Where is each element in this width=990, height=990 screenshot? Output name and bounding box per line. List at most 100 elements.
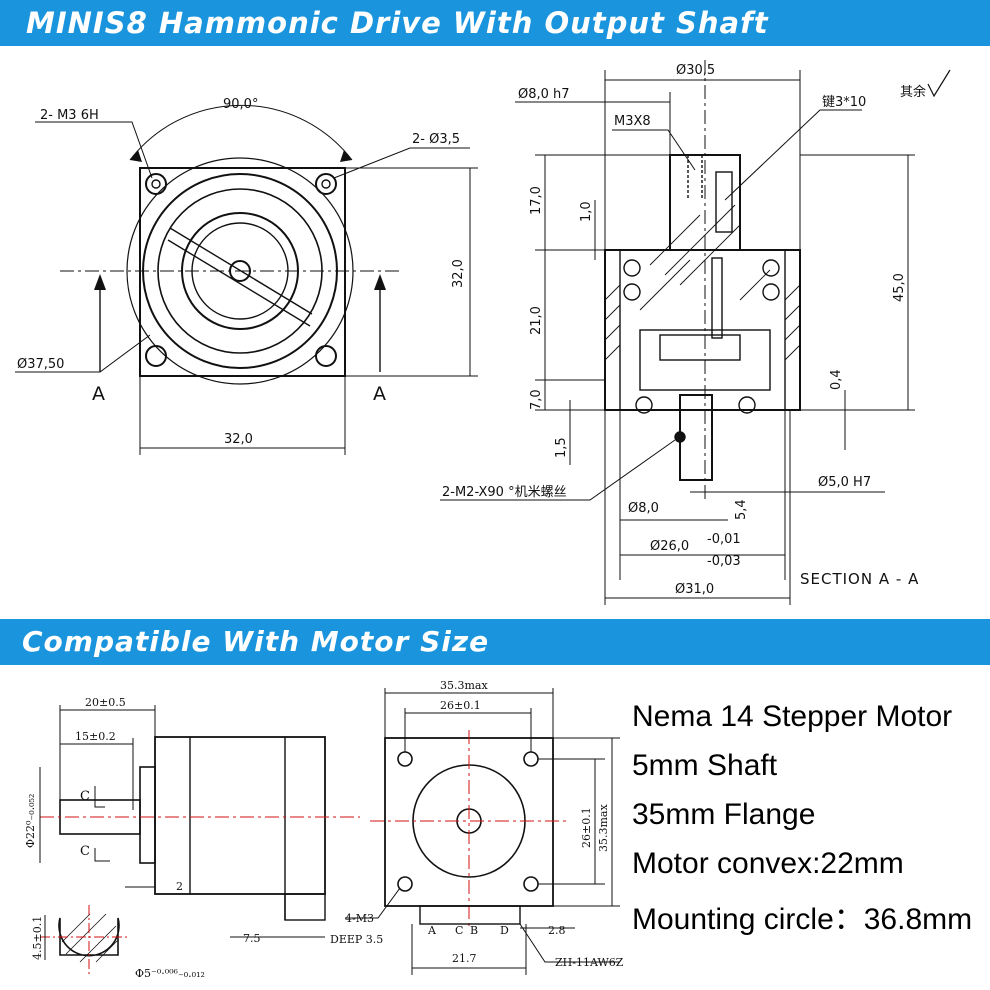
motor-body <box>154 736 326 895</box>
hole-bottom-left <box>145 345 167 367</box>
c-bottom-label: C <box>80 844 90 859</box>
c-top-label: C <box>80 789 90 804</box>
bearing-mid-left <box>623 283 641 301</box>
v35-3-label: 35.3max <box>597 804 610 852</box>
pin-c-label: C <box>455 924 463 937</box>
h1-label: 1,0 <box>579 201 594 222</box>
section-view: Ø30,5 Ø8,0 h7 M3X8 键3*10 其余 17,0 21,0 7,… <box>440 60 951 605</box>
roughness-label: 其余 <box>900 84 926 100</box>
d26-label: Ø26,0 <box>650 539 689 554</box>
d4-5-label: 4.5±0.1 <box>31 916 44 960</box>
d15-label: 15±0.2 <box>75 730 116 743</box>
hole-callout-left: 2- M3 6H <box>40 108 99 123</box>
motor-hole-br <box>523 876 539 892</box>
phi22-label: Φ22⁰₋₀.₀₅₂ <box>24 794 37 848</box>
d30-5-label: Ø30,5 <box>676 63 715 78</box>
arrow <box>130 150 142 162</box>
m3x8-label: M3X8 <box>614 114 651 129</box>
front-view: 90,0° 2- M3 6H 2- Ø3,5 32,0 32,0 Ø37,50 … <box>15 97 478 455</box>
section-title: SECTION A - A <box>800 570 919 588</box>
spec-line-5: Mounting circle：36.8mm <box>632 903 973 936</box>
motor-front-view: 35.3max 26±0.1 26±0.1 35.3max 4-M3 DEEP … <box>330 679 624 975</box>
d21-7-label: 21.7 <box>452 952 477 965</box>
h1-5-label: 1,5 <box>554 437 569 458</box>
angle-label: 90,0° <box>223 97 258 112</box>
arrow <box>340 150 352 162</box>
motor-hole-tl <box>397 751 413 767</box>
section-letter-left: A <box>92 383 105 405</box>
center-screw <box>711 257 723 339</box>
h5-4-label: 5,4 <box>734 499 749 520</box>
spec-line-2: 5mm Shaft <box>632 749 778 782</box>
angle-arc <box>129 104 353 161</box>
hole-top-left-inner <box>151 179 161 189</box>
bearing-bot-right <box>738 396 756 414</box>
d20-label: 20±0.5 <box>85 696 126 709</box>
d26-label: 26±0.1 <box>440 699 481 712</box>
hole-top-right-inner <box>321 179 331 189</box>
leader-holes <box>345 887 401 919</box>
roughness-symbol <box>927 69 951 98</box>
hole-top-left <box>145 173 167 195</box>
bearing-mid-right <box>762 283 780 301</box>
motor-boss <box>139 766 156 864</box>
screw-label: 2-M2-X90 °机米螺丝 <box>442 485 567 500</box>
leader-right <box>333 147 470 179</box>
shaft-section <box>58 917 120 957</box>
d8-label: Ø8,0 <box>628 501 659 516</box>
leader-screw <box>440 439 676 501</box>
key-label: 键3*10 <box>822 95 866 110</box>
width-label: 32,0 <box>224 432 253 447</box>
tol-upper-label: -0,01 <box>707 532 741 547</box>
motor-tail <box>284 893 326 921</box>
connector <box>419 905 521 925</box>
h17-label: 17,0 <box>529 186 544 215</box>
section-letter-right: A <box>373 383 386 405</box>
flange-square <box>139 167 346 377</box>
leader-connector <box>519 923 620 963</box>
leader-left <box>35 121 153 179</box>
phi5-label: Φ5⁻⁰·⁰⁰⁶₋₀.₀₁₂ <box>135 967 205 980</box>
h45-label: 45,0 <box>892 273 907 302</box>
deep-label: DEEP 3.5 <box>330 933 383 946</box>
pin-d-label: D <box>500 924 509 937</box>
d7-5-label: 7.5 <box>243 932 261 945</box>
section-arrow-left <box>94 274 106 290</box>
leader-m3x8 <box>612 129 696 171</box>
c-marker-top <box>94 786 105 808</box>
height-label: 32,0 <box>451 259 466 288</box>
motor-side-view: 20±0.5 15±0.2 C C Φ22⁰₋₀.₀₅₂ 2 7.5 4.5±0… <box>24 696 360 980</box>
hole-callout-right: 2- Ø3,5 <box>412 132 460 147</box>
top-banner: MINIS8 Hammonic Drive With Output Shaft <box>0 0 990 46</box>
d8-h7-label: Ø8,0 h7 <box>518 87 570 102</box>
d2-8-label: 2.8 <box>548 924 566 937</box>
holes-label: 4-M3 <box>345 912 374 925</box>
middle-banner: Compatible With Motor Size <box>0 619 990 665</box>
c-marker-bottom <box>94 848 110 862</box>
v26-label: 26±0.1 <box>580 807 593 848</box>
tol-lower-label: -0,03 <box>707 554 741 569</box>
connector-label: ZH-11AW6Z <box>555 956 624 969</box>
h21-label: 21,0 <box>529 306 544 335</box>
motor-hole-tr <box>523 751 539 767</box>
leader-key <box>724 109 862 201</box>
circle-label: Ø37,50 <box>17 357 64 372</box>
motor-hole-bl <box>397 876 413 892</box>
d31-label: Ø31,0 <box>675 582 714 597</box>
h0-4-label: 0,4 <box>829 369 844 390</box>
h7-label: 7,0 <box>529 389 544 410</box>
hole-bottom-right <box>315 345 337 367</box>
wave-generator <box>659 334 741 361</box>
spec-line-4: Motor convex:22mm <box>632 847 904 880</box>
hatching <box>604 204 801 361</box>
spec-line-3: 35mm Flange <box>632 798 816 831</box>
web-line-2 <box>167 239 311 327</box>
bearing-top-right <box>762 259 780 277</box>
spec-line-1: Nema 14 Stepper Motor <box>632 700 953 733</box>
hole-top-right <box>315 173 337 195</box>
shaft-hatch <box>61 913 119 963</box>
set-screw <box>674 431 686 443</box>
d35-3-label: 35.3max <box>440 679 488 692</box>
key <box>715 171 733 233</box>
